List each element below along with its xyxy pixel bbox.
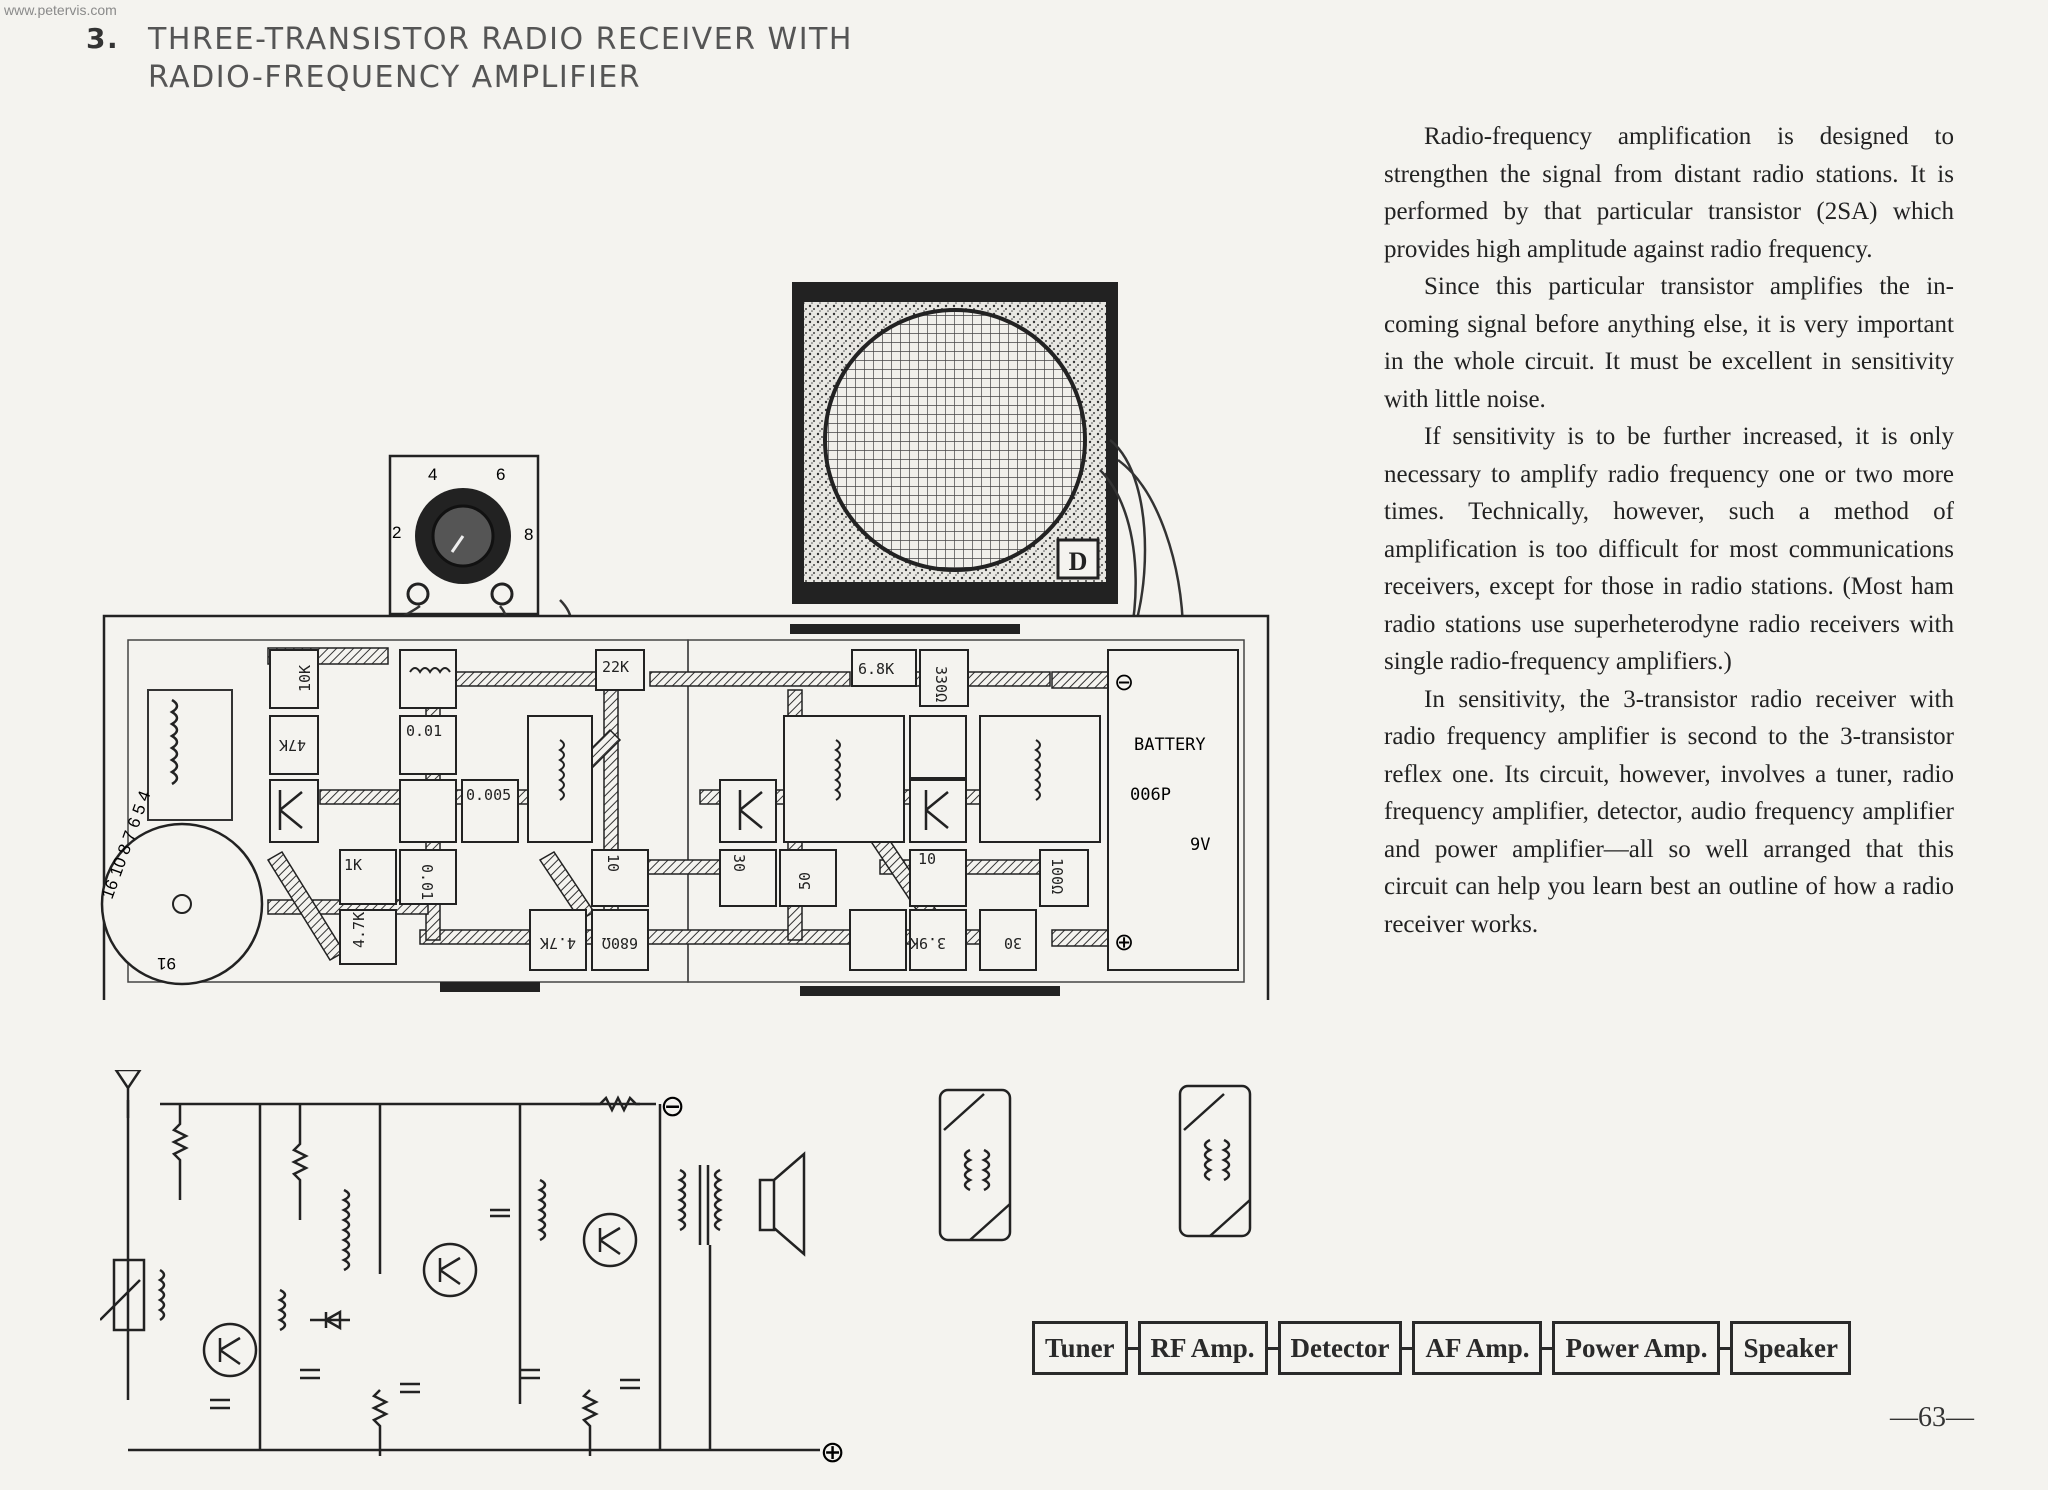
block-speaker: Speaker	[1730, 1321, 1851, 1375]
svg-text:10: 10	[604, 854, 622, 872]
paragraph: If sensitivity is to be further increase…	[1384, 423, 1954, 675]
svg-text:30: 30	[1004, 934, 1022, 952]
paragraph: Since this particular transistor amplifi…	[1384, 273, 1954, 413]
svg-text:2: 2	[392, 523, 401, 542]
body-text: Radio-frequency amplification is designe…	[1384, 118, 1954, 943]
svg-text:22K: 22K	[602, 658, 629, 676]
heading-line-2: RADIO-FREQUENCY AMPLIFIER	[148, 60, 642, 95]
svg-text:0.005: 0.005	[466, 786, 511, 804]
speaker-logo: D	[1069, 547, 1088, 576]
paragraph: Radio-frequency amplification is designe…	[1384, 123, 1954, 263]
block-diagram: Tuner RF Amp. Detector AF Amp. Power Amp…	[1032, 1320, 1972, 1376]
svg-text:3.9K: 3.9K	[910, 934, 946, 952]
schematic-minus: ⊖	[660, 1089, 685, 1124]
svg-text:006P: 006P	[1130, 785, 1171, 805]
svg-text:4.7K: 4.7K	[540, 934, 576, 952]
section-number: 3.	[86, 22, 120, 55]
speaker-box: D	[792, 282, 1118, 604]
board-illustration: D 2 4 6 8 16 10 8 7 6 5 4 91	[98, 282, 1270, 1000]
svg-text:680Ω: 680Ω	[602, 934, 638, 952]
block-tuner: Tuner	[1032, 1321, 1128, 1375]
block-rf-amp: RF Amp.	[1137, 1321, 1268, 1375]
block-detector: Detector	[1277, 1321, 1403, 1375]
circuit-schematic: ⊖ ⊕	[100, 1070, 845, 1470]
svg-text:0.01: 0.01	[418, 864, 436, 900]
block-power-amp: Power Amp.	[1552, 1321, 1721, 1375]
svg-text:4: 4	[428, 465, 437, 484]
svg-text:6: 6	[496, 465, 505, 484]
watermark: www.petervis.com	[4, 2, 117, 18]
svg-text:⊕: ⊕	[1114, 930, 1134, 956]
volume-dial: 2 4 6 8	[388, 454, 540, 616]
circuit-board: 16 10 8 7 6 5 4 91	[98, 614, 1270, 1000]
svg-text:50: 50	[796, 872, 814, 890]
svg-text:30: 30	[730, 854, 748, 872]
svg-text:10K: 10K	[296, 665, 314, 692]
svg-text:10: 10	[918, 850, 936, 868]
schematic-plus: ⊕	[820, 1435, 845, 1470]
battery-label: BATTERY	[1134, 735, 1206, 755]
block-af-amp: AF Amp.	[1412, 1321, 1543, 1375]
svg-text:47K: 47K	[279, 736, 306, 754]
transformer-diagrams	[938, 1084, 1252, 1242]
svg-text:8: 8	[524, 525, 533, 544]
svg-text:9V: 9V	[1190, 835, 1210, 855]
svg-text:0.01: 0.01	[406, 722, 442, 740]
svg-text:⊖: ⊖	[1114, 670, 1134, 696]
svg-text:100Ω: 100Ω	[1048, 858, 1066, 894]
paragraph: In sensitivity, the 3-transistor radio r…	[1384, 685, 1954, 938]
heading-line-1: THREE-TRANSISTOR RADIO RECEIVER WITH	[148, 22, 853, 57]
svg-text:6.8K: 6.8K	[858, 660, 894, 678]
svg-text:1K: 1K	[344, 856, 362, 874]
svg-text:330Ω: 330Ω	[932, 666, 950, 702]
svg-text:4.7K: 4.7K	[350, 912, 368, 948]
page-number: —63—	[1890, 1402, 1974, 1433]
svg-text:91: 91	[157, 954, 176, 973]
